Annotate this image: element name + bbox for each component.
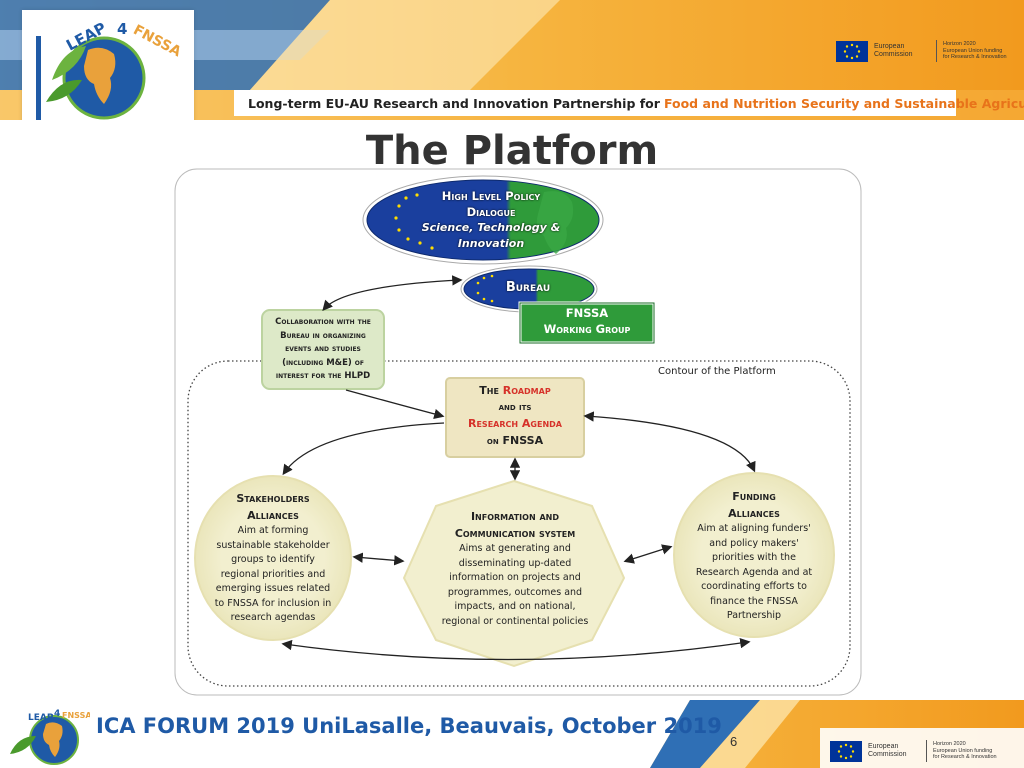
roadmap-label: The Roadmap and its Research Agenda on F… — [468, 384, 562, 447]
ec-name-line-2: Commission — [874, 51, 913, 58]
arrow-stakeholders-funding — [281, 637, 751, 661]
platform-diagram: High Level Policy Dialogue Science, Tech… — [174, 168, 862, 696]
european-commission-logo: European Commission Horizon 2020 Europea… — [836, 40, 1007, 62]
footer-event-text: ICA FORUM 2019 UniLasalle, Beauvais, Oct… — [96, 714, 722, 738]
hlpd-label: High Level Policy Dialogue Science, Tech… — [421, 189, 561, 250]
contour-label: Contour of the Platform — [658, 366, 776, 377]
arrow-information-funding — [623, 544, 673, 564]
collaboration-label: Collaboration with the Bureau in organiz… — [275, 317, 371, 381]
eu-flag-icon — [836, 40, 868, 62]
hlpd-ellipse — [362, 175, 604, 265]
h2020-line-1: Horizon 2020 — [943, 41, 976, 48]
ec-name-line-1: European — [874, 43, 905, 50]
tagline: Long-term EU-AU Research and Innovation … — [234, 90, 1024, 116]
svg-text:FNSSA: FNSSA — [62, 711, 90, 720]
svg-text:4: 4 — [54, 709, 60, 719]
information-diamond — [402, 479, 626, 668]
svg-text:4: 4 — [117, 20, 127, 38]
page-title: The Platform — [365, 128, 659, 174]
footer-logo: LEAP 4 FNSSA — [10, 709, 90, 765]
arrow-stakeholders-information — [352, 552, 405, 566]
eu-flag-icon — [830, 740, 862, 762]
bureau-label: Bureau — [505, 280, 551, 295]
tagline-main: Long-term EU-AU Research and Innovation … — [248, 95, 660, 111]
stakeholders-circle — [194, 475, 352, 641]
information-label: Information and Communication system Aim… — [441, 510, 589, 627]
bureau-ellipse — [460, 265, 598, 313]
arrow-collab-roadmap — [345, 389, 445, 420]
tagline-highlight: Food and Nutrition Security and Sustaina… — [663, 95, 1024, 111]
h2020-line-2: European Union funding — [943, 47, 1003, 54]
arrow-roadmap-stakeholders — [282, 422, 445, 476]
header-banner: LEAP 4 FNSSA European Commission Horizon… — [0, 0, 1024, 120]
leap4fnssa-logo: LEAP 4 FNSSA — [22, 10, 194, 120]
working-group-label: FNSSA Working Group — [543, 306, 631, 336]
arrow-collab-bureau — [322, 275, 463, 311]
footer-european-commission-logo: European Commission Horizon 2020 Europea… — [830, 740, 997, 762]
h2020-line-3: for Research & Innovation — [943, 54, 1007, 61]
svg-text:FNSSA: FNSSA — [130, 22, 183, 60]
funding-label: Funding Alliances Aim at aligning funder… — [695, 490, 813, 621]
svg-text:LEAP: LEAP — [28, 713, 54, 723]
stakeholders-label: Stakeholders Alliances Aim at forming su… — [214, 492, 332, 623]
slide-number: 6 — [730, 734, 738, 749]
arrow-roadmap-funding — [583, 411, 756, 473]
funding-circle — [673, 472, 835, 638]
